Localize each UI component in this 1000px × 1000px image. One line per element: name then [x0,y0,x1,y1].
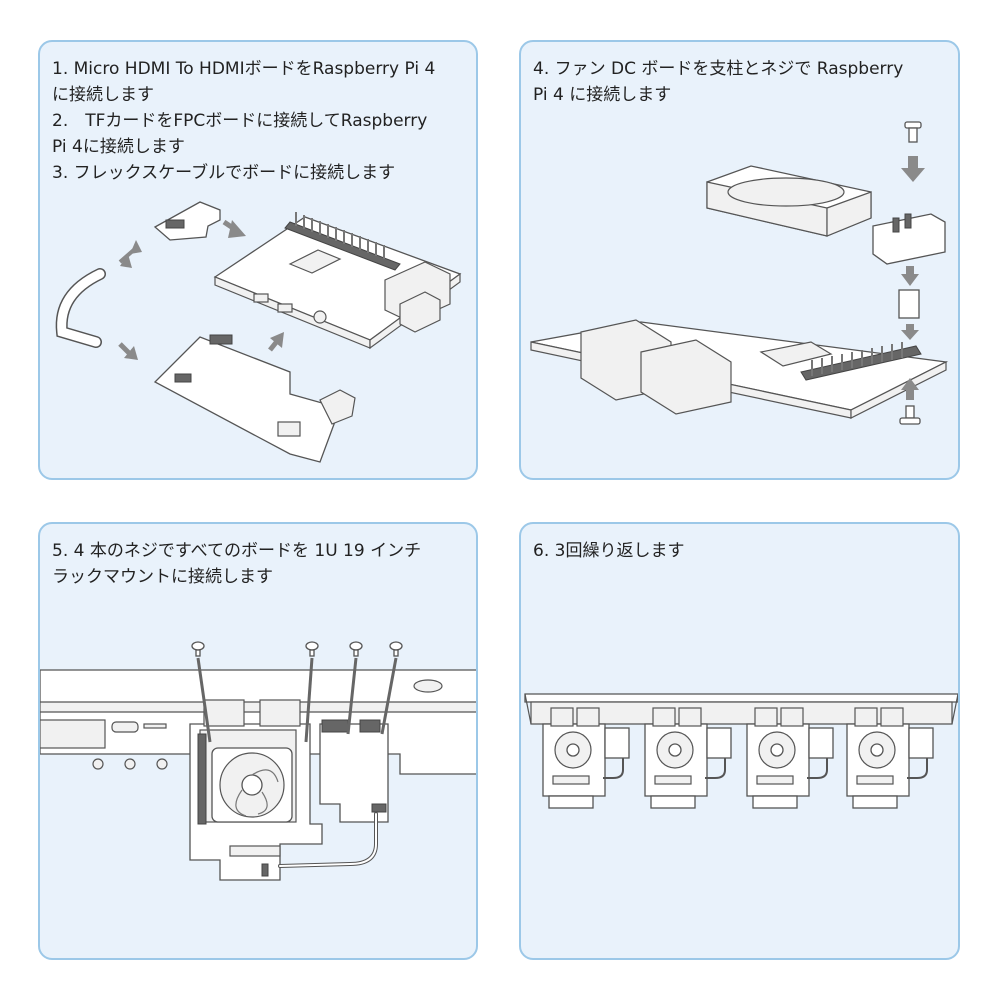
step-5-caption: 5. 4 本のネジですべてのボードを 1U 19 インチ ラックマウントに接続し… [52,538,464,590]
raspberry-pi-board [213,212,462,350]
step-1-caption: 1. Micro HDMI To HDMIボードをRaspberry Pi 4 … [52,56,464,186]
step-panel-4: 4. ファン DC ボードを支柱とネジで Raspberry Pi 4 に接続し… [519,40,960,480]
pi-unit [846,707,934,809]
step-6-caption: 6. 3回繰り返します [533,538,946,564]
caption-line: Pi 4 に接続します [533,85,672,105]
pi-unit [644,707,732,809]
step-panel-1: 1. Micro HDMI To HDMIボードをRaspberry Pi 4 … [38,40,478,480]
raspberry-pi-board [530,319,949,419]
fan-icon [706,165,872,237]
flex-cable [55,268,106,348]
step-5-illustration [40,641,476,881]
pi-unit [542,707,630,809]
arrow-icon [118,342,138,360]
screw-icon [904,121,922,143]
flex-cable [278,812,378,868]
fpc-tf-board [319,719,389,823]
screw-icon [191,641,205,657]
step-panel-6: 6. 3回繰り返します [519,522,960,960]
caption-line: Pi 4に接続します [52,137,185,157]
screw-icon [899,405,921,425]
step-6-illustration [524,693,958,809]
caption-line: 1. Micro HDMI To HDMIボードをRaspberry Pi 4 [52,59,436,79]
step-4-illustration [530,121,949,425]
arrow-icon [901,266,919,286]
screw-icon [389,641,403,657]
step-4-caption: 4. ファン DC ボードを支柱とネジで Raspberry Pi 4 に接続し… [533,56,946,108]
arrow-icon [118,240,142,268]
pi-unit [746,707,834,809]
rack-mount-1u [40,669,476,775]
screw-icon [305,641,319,657]
step-panel-5: 5. 4 本のネジですべてのボードを 1U 19 インチ ラックマウントに接続し… [38,522,478,960]
fan-icon [211,747,293,823]
arrow-icon [901,324,919,340]
step-1-illustration [55,201,462,463]
arrow-icon [901,156,925,182]
caption-line: 4. ファン DC ボードを支柱とネジで Raspberry [533,59,904,79]
arrow-icon [901,378,919,400]
caption-line: 6. 3回繰り返します [533,541,685,561]
screw-icon [349,641,363,657]
rack-mount-1u [524,693,958,725]
caption-line: 3. フレックスケーブルでボードに接続します [52,163,396,183]
arrow-icon [222,219,246,238]
fan-dc-board [872,213,946,265]
arrow-icon [268,332,284,352]
caption-line: 5. 4 本のネジですべてのボードを 1U 19 インチ [52,541,422,561]
micro-hdmi-adapter-board [153,201,221,241]
caption-line: 2. TFカードをFPCボードに接続してRaspberry [52,111,428,131]
fpc-tf-board [153,334,356,463]
caption-line: に接続します [52,85,154,105]
caption-line: ラックマウントに接続します [52,567,273,587]
screw-guide-lines [196,657,398,743]
standoff [898,289,920,319]
